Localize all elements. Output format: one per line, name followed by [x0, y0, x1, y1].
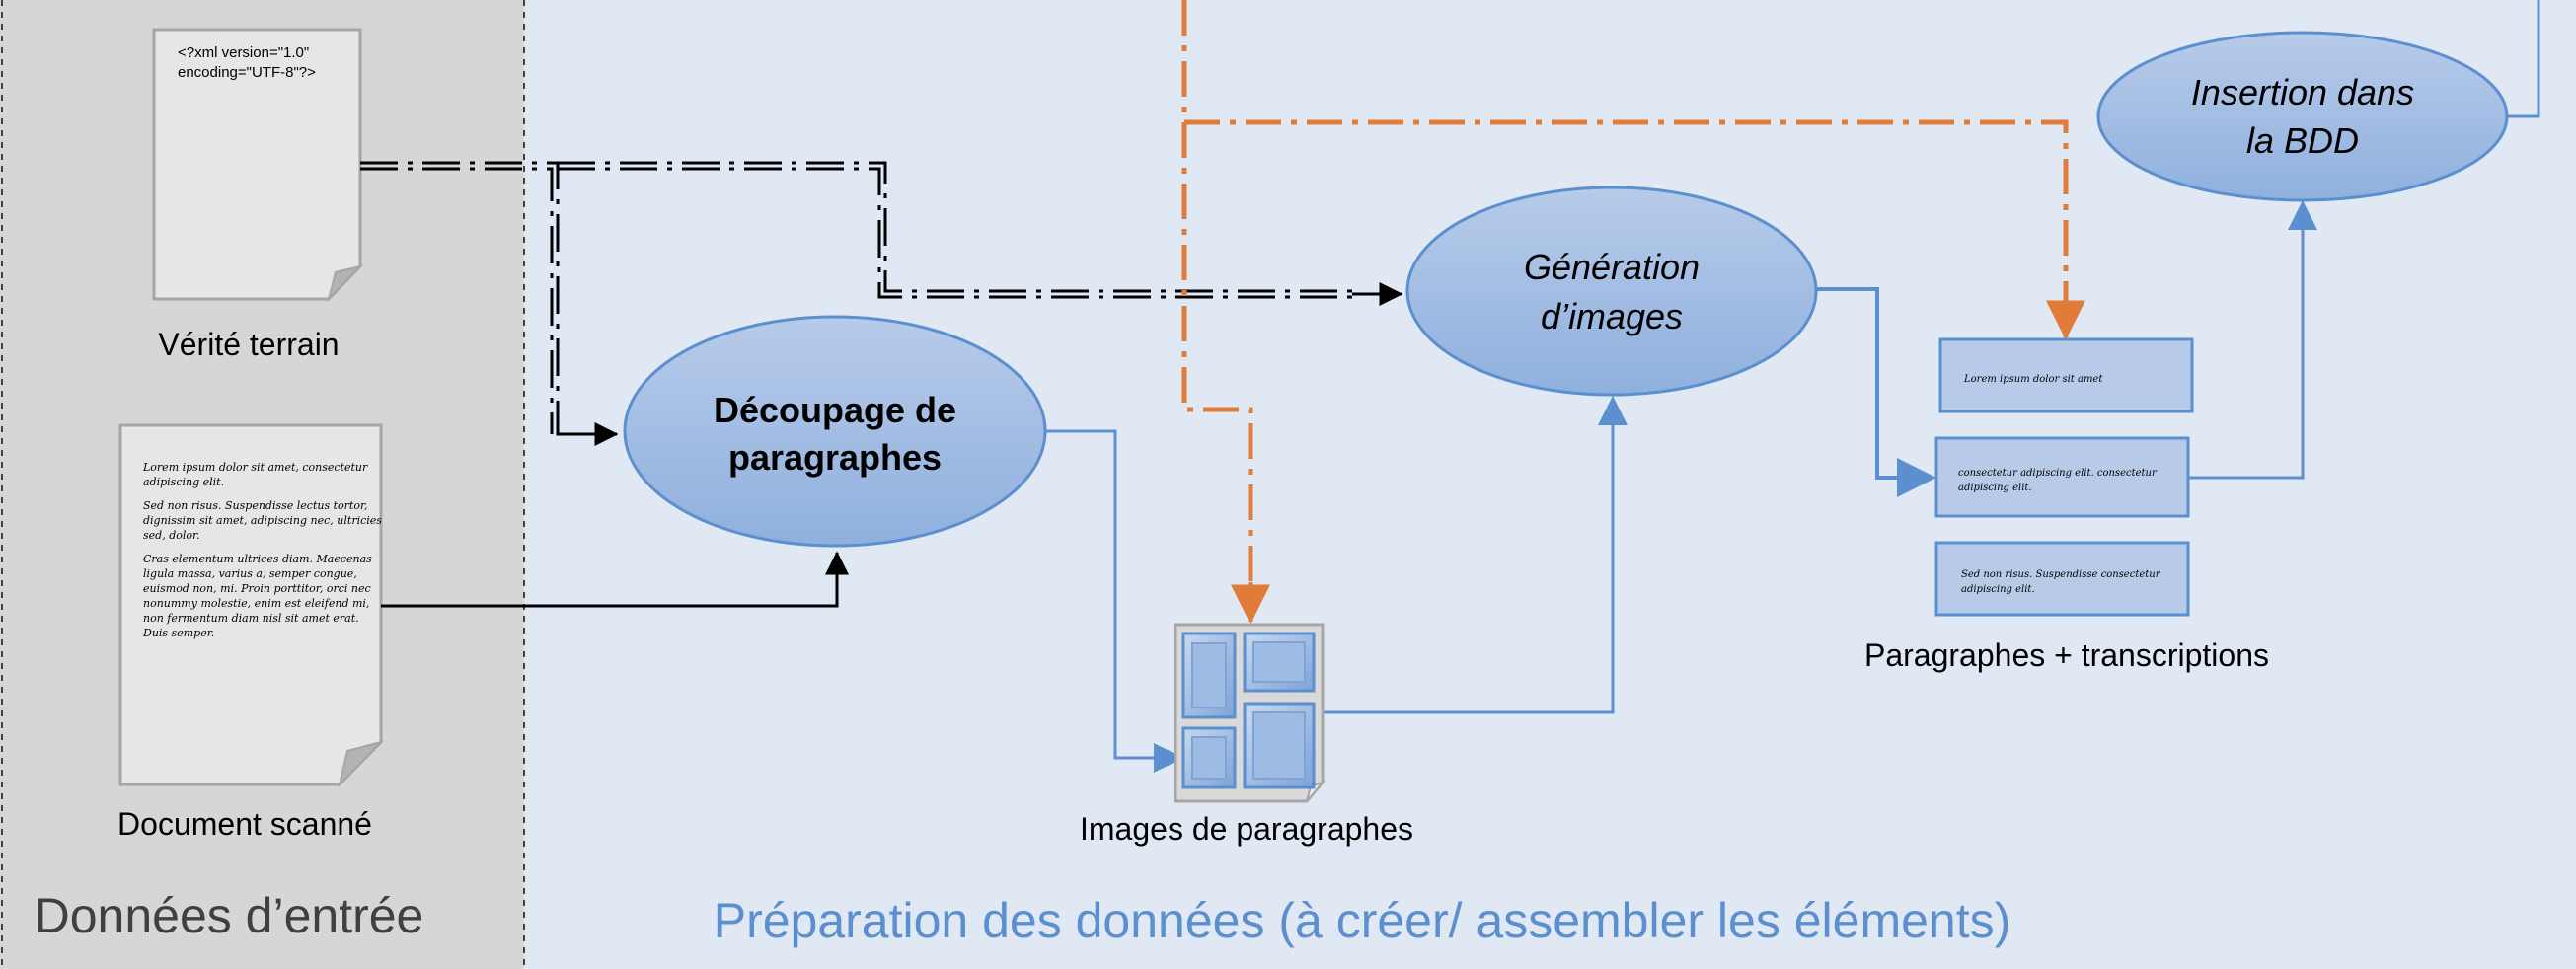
transcription-text-line: Sed non risus. Suspendisse consectetur: [1961, 569, 2161, 580]
scan-text-line: adipiscing elit.: [143, 476, 224, 488]
transcriptions-label: Paragraphes + transcriptions: [1864, 637, 2269, 673]
xml-line-1: <?xml version="1.0": [178, 44, 309, 61]
transcriptions-to-insertion-flow: [2189, 200, 2317, 480]
preparation-region-title: Préparation des données (à créer/ assemb…: [714, 893, 2011, 948]
scan-text-line: non fermentum diam nisl sit amet erat.: [143, 612, 359, 625]
split-paragraphs-process: [623, 315, 1047, 548]
transcription-box-2: [1934, 436, 2190, 518]
split-to-images-flow: [1045, 429, 1183, 773]
xml-label: Vérité terrain: [158, 327, 339, 362]
transcription-box-1: [1938, 337, 2194, 413]
xml-document-icon: [152, 28, 364, 303]
generation-label-1: Génération: [1524, 247, 1700, 287]
input-region-title: Données d’entrée: [35, 888, 424, 943]
scan-text-line: nonummy molestie, enim est eleifend mi,: [143, 597, 369, 610]
insertion-label-1: Insertion dans: [2191, 72, 2414, 112]
scan-text-line: Duis semper.: [142, 627, 214, 639]
insertion-output-flow: [2507, 0, 2540, 118]
transcription-text-line: adipiscing elit.: [1958, 483, 2032, 493]
scan-text-line: Cras elementum ultrices diam. Maecenas: [143, 553, 372, 565]
scanned-document-icon: [118, 423, 385, 788]
images-to-generation-flow: [1322, 396, 1628, 714]
scan-text-line: Lorem ipsum dolor sit amet, consectetur: [142, 461, 368, 474]
scan-text-line: ligula massa, varius a, semper congue,: [143, 567, 357, 580]
transcription-text-line: Lorem ipsum dolor sit amet: [1963, 374, 2103, 385]
transcription-text-line: adipiscing elit.: [1961, 584, 2035, 595]
split-label-1: Découpage de: [714, 390, 956, 430]
transcription-text-line: consectetur adipiscing elit. consectetur: [1958, 468, 2158, 479]
scanned-document-text: Lorem ipsum dolor sit amet, consectetur a…: [142, 461, 382, 639]
image-generation-process: [1405, 186, 1818, 397]
xml-to-split-flow: [360, 161, 572, 436]
transcription-box-3: [1934, 541, 2190, 617]
transcription-box-texts: Lorem ipsum dolor sit amet consectetur ad…: [1958, 374, 2161, 595]
generation-to-transcriptions-flow: [1816, 287, 1936, 497]
split-label-2: paragraphes: [728, 437, 942, 478]
scan-text-line: Sed non risus. Suspendisse lectus tortor…: [143, 499, 368, 512]
scan-text-line: dignissim sit amet, adipiscing nec, ultr…: [143, 514, 382, 527]
scan-text-line: euismod non, mi. Proin porttitor, orci n…: [143, 582, 371, 595]
database-insertion-process: [2096, 31, 2509, 202]
orange-flow: [1181, 0, 2069, 592]
scan-text-line: sed, dolor.: [143, 529, 200, 542]
generation-label-2: d’images: [1541, 296, 1683, 336]
images-label: Images de paragraphes: [1080, 811, 1413, 847]
scan-to-split-flow: [381, 551, 849, 608]
insertion-label-2: la BDD: [2246, 120, 2359, 161]
scan-label: Document scanné: [117, 806, 372, 842]
xml-to-generation-flow: [558, 161, 1362, 299]
paragraph-images-icon: [1174, 623, 1326, 803]
xml-line-2: encoding="UTF-8"?>: [178, 64, 316, 81]
